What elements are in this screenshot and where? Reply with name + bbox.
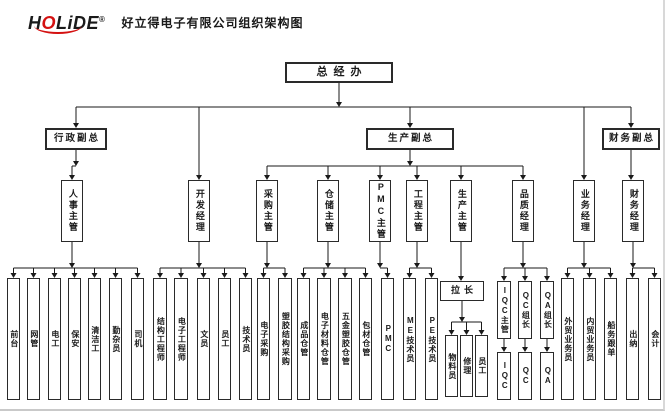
org-node-scfz: 生产副总 xyxy=(366,128,454,150)
org-node-kfjl: 开发经理 xyxy=(188,180,210,242)
org-node-pzjl: 品质经理 xyxy=(512,180,534,242)
org-node-cgzg: 采购主管 xyxy=(256,180,278,242)
org-node-xzfz: 行政副总 xyxy=(45,128,107,150)
org-node-wenyuan: 文员 xyxy=(197,278,210,400)
org-node-dzclcg: 电子材料仓管 xyxy=(317,278,331,400)
org-node-jggcs: 结构工程师 xyxy=(153,278,167,400)
logo-swoosh-icon xyxy=(34,24,82,34)
org-node-wlyuan: 物料员 xyxy=(445,335,458,397)
org-node-baoan: 保安 xyxy=(68,278,81,400)
org-node-gczg: 工程主管 xyxy=(406,180,428,242)
page-header: HOLiDE® 好立得电子有限公司组织架构图 xyxy=(28,10,304,34)
org-node-siji: 司机 xyxy=(131,278,144,400)
org-node-rszg: 人事主管 xyxy=(61,180,83,242)
org-node-yuangong1: 员工 xyxy=(218,278,231,400)
org-node-pmc: PMC xyxy=(381,278,394,400)
org-node-czzg: 仓储主管 xyxy=(317,180,339,242)
org-node-bccg: 包材仓管 xyxy=(359,278,372,400)
org-node-cwfz: 财务副总 xyxy=(602,128,660,150)
org-node-ywjl: 业务经理 xyxy=(573,180,595,242)
org-node-wmywy: 外贸业务员 xyxy=(561,278,574,400)
org-node-cwjl: 财务经理 xyxy=(622,180,644,242)
org-node-sczg: 生产主管 xyxy=(450,180,472,242)
page-title: 好立得电子有限公司组织架构图 xyxy=(121,16,304,30)
org-node-nmywy: 内贸业务员 xyxy=(583,278,596,400)
org-node-jishuyuan: 技术员 xyxy=(239,278,252,400)
org-node-qinzayuan: 勤杂员 xyxy=(109,278,122,400)
org-node-yuangong2: 员工 xyxy=(475,335,488,397)
company-logo: HOLiDE® xyxy=(28,10,106,34)
org-node-pejsy: PE技术员 xyxy=(425,278,438,400)
org-node-wangguan: 网管 xyxy=(27,278,40,400)
org-node-dzcg: 电子采购 xyxy=(257,278,270,400)
org-node-wjsjcg: 五金塑胶仓管 xyxy=(338,278,352,400)
org-node-dzgcs: 电子工程师 xyxy=(174,278,188,400)
org-node-diangong: 电工 xyxy=(48,278,61,400)
registered-mark-icon: ® xyxy=(99,15,106,24)
org-node-cpcg: 成品仓管 xyxy=(297,278,310,400)
org-node-zjb: 总经办 xyxy=(285,62,393,83)
org-node-sjjgcg: 塑胶结构采购 xyxy=(278,278,292,400)
org-node-lz: 拉长 xyxy=(440,281,484,301)
org-node-qingjiegong: 清洁工 xyxy=(88,278,101,400)
org-node-pmczg: PMC主管 xyxy=(369,180,391,242)
org-node-qc: QC xyxy=(518,352,532,400)
org-node-xiuli: 修理 xyxy=(460,335,473,397)
org-node-cwgd: 船务跟单 xyxy=(604,278,617,400)
org-node-chuna: 出纳 xyxy=(626,278,639,400)
org-node-iqczg: IQC主管 xyxy=(497,281,511,339)
org-node-mejsy: ME技术员 xyxy=(403,278,416,400)
org-node-qa: QA xyxy=(540,352,554,400)
org-node-kuaiji: 会计 xyxy=(648,278,661,400)
org-node-qiantai: 前台 xyxy=(7,278,20,400)
org-node-qczz: QC组长 xyxy=(518,281,532,339)
org-node-qazz: QA组长 xyxy=(540,281,554,339)
org-node-iqc: IQC xyxy=(497,352,511,400)
